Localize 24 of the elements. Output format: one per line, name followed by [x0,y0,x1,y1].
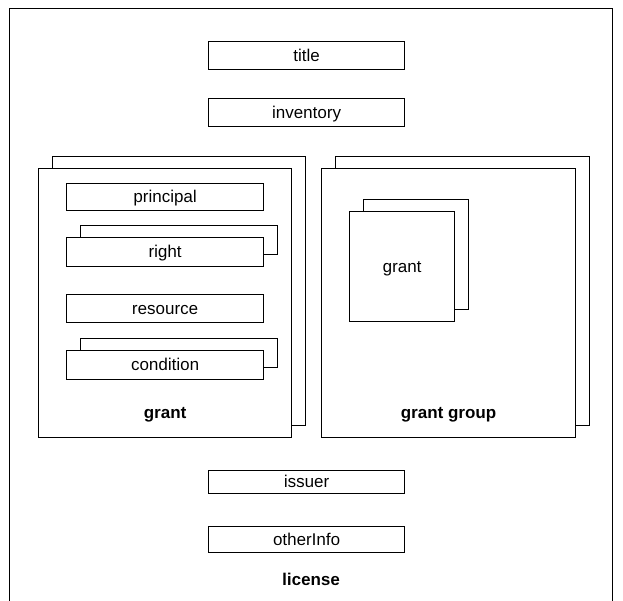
element-box [208,98,405,127]
element-label: resource [130,298,200,318]
element-label: issuer [282,472,330,492]
element-label: condition [130,355,200,375]
element-label: right [147,242,183,262]
container-label: grant group [400,403,498,423]
container-frame [9,8,613,601]
stacked-element-box [349,199,469,322]
element-label: title [292,46,321,66]
element-label: inventory [271,102,342,122]
stacked-element-box [66,338,278,380]
container-label: grant [142,403,188,423]
element-label: grant [382,256,422,276]
stacked-container [38,156,306,438]
element-box [66,183,264,211]
stacked-element-box [66,225,278,267]
element-box [208,526,405,553]
container-label: license [281,570,341,590]
element-box [208,41,405,70]
element-box [208,470,405,494]
element-box [66,294,264,323]
stacked-container [321,156,590,438]
element-label: principal [132,187,198,207]
element-label: otherInfo [272,530,342,550]
